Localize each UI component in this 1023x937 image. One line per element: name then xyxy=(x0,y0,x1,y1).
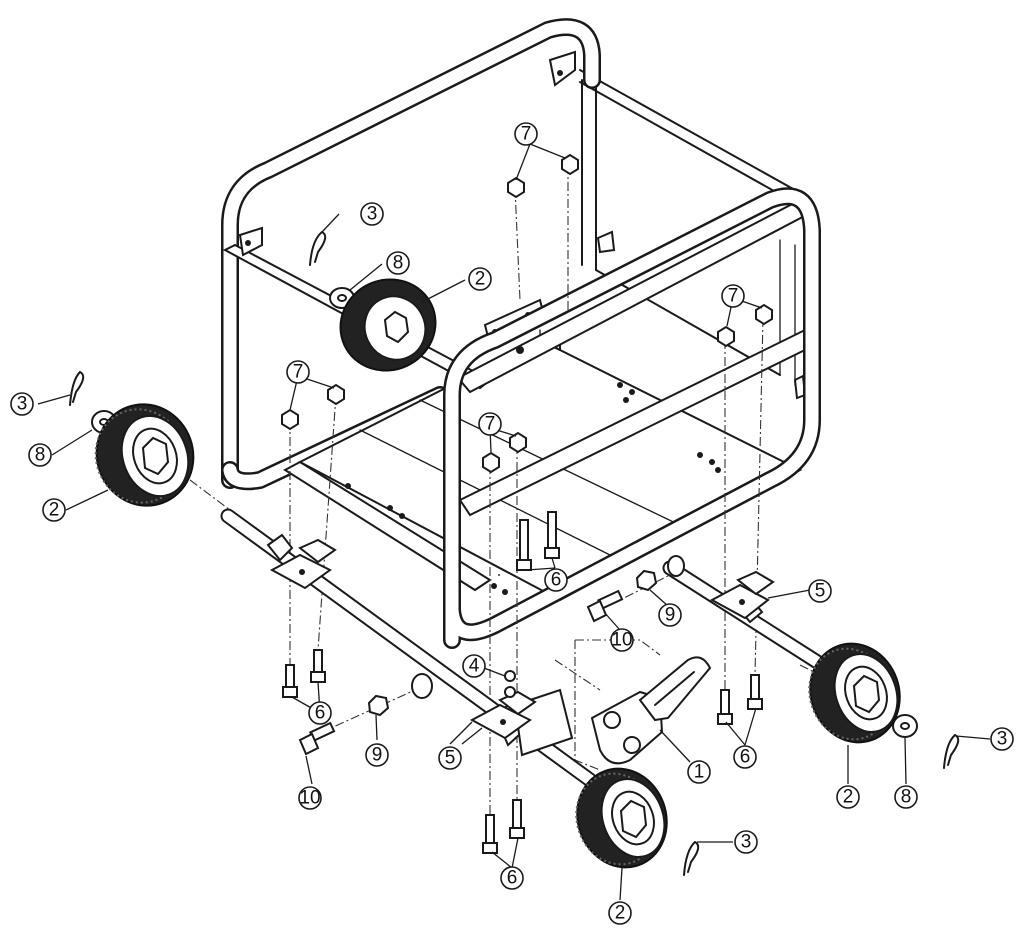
wheel-left xyxy=(94,403,195,507)
callouts: 3 8 2 7 7 7 7 3 8 2 6 10 9 5 4 6 9 10 5 … xyxy=(10,122,1014,925)
mount-bracket-left-rear xyxy=(269,538,337,590)
bolt-6-g xyxy=(717,689,733,725)
svg-text:10: 10 xyxy=(299,788,320,809)
wheel-right xyxy=(808,642,901,744)
svg-text:3: 3 xyxy=(997,729,1008,750)
callout-5-right: 5 xyxy=(808,579,832,603)
svg-text:1: 1 xyxy=(694,762,705,783)
callout-8-right: 8 xyxy=(894,785,918,809)
svg-text:8: 8 xyxy=(901,787,912,808)
callout-9-mid: 9 xyxy=(658,603,682,627)
callout-8-left: 8 xyxy=(28,443,52,467)
callout-3-left: 3 xyxy=(10,392,34,416)
callout-10-left: 10 xyxy=(298,786,322,810)
callout-5-left: 5 xyxy=(438,746,462,770)
frame-front-loop xyxy=(443,187,821,649)
callout-3-top: 3 xyxy=(360,202,384,226)
bolt-6-h xyxy=(747,674,763,710)
callout-7-left: 7 xyxy=(286,360,310,384)
callout-9-left: 9 xyxy=(365,743,389,767)
svg-text:6: 6 xyxy=(315,703,326,724)
svg-text:5: 5 xyxy=(815,581,826,602)
callout-10-mid: 10 xyxy=(610,628,634,652)
bolt-6-e xyxy=(516,519,532,571)
svg-text:2: 2 xyxy=(475,269,486,290)
frame-back-loop xyxy=(221,18,601,491)
callout-6-bottom: 6 xyxy=(500,866,524,890)
svg-text:7: 7 xyxy=(521,124,532,145)
callout-7-back: 7 xyxy=(514,122,538,146)
callout-8-top: 8 xyxy=(386,251,410,275)
svg-text:9: 9 xyxy=(665,605,676,626)
bolt-6-f xyxy=(544,511,560,559)
bolts-6 xyxy=(282,511,763,854)
svg-text:10: 10 xyxy=(611,630,632,651)
callout-6-left: 6 xyxy=(308,701,332,725)
callout-2-right: 2 xyxy=(836,785,860,809)
nuts-9 xyxy=(367,569,658,717)
callout-7-mid: 7 xyxy=(478,412,502,436)
callout-7-right: 7 xyxy=(721,284,745,308)
hitch-pins-3 xyxy=(69,231,960,876)
svg-text:6: 6 xyxy=(551,570,562,591)
svg-text:8: 8 xyxy=(393,253,404,274)
bolt-6-a xyxy=(282,664,298,698)
mount-bracket-left-front xyxy=(469,690,537,740)
bolt-6-c xyxy=(482,814,498,854)
svg-text:3: 3 xyxy=(367,204,378,225)
svg-text:7: 7 xyxy=(293,362,304,383)
callout-3-bottom: 3 xyxy=(734,830,758,854)
callout-6-mid: 6 xyxy=(544,568,568,592)
callout-2-bottom: 2 xyxy=(608,901,632,925)
svg-text:6: 6 xyxy=(507,868,518,889)
svg-text:3: 3 xyxy=(741,832,752,853)
svg-text:2: 2 xyxy=(615,903,626,924)
svg-text:3: 3 xyxy=(17,394,28,415)
mount-bracket-right xyxy=(709,570,775,620)
handle-bracket xyxy=(590,656,712,765)
bolt-6-b xyxy=(310,649,326,683)
callout-2-top: 2 xyxy=(468,267,492,291)
bolt-6-d xyxy=(509,799,525,839)
svg-text:9: 9 xyxy=(372,745,383,766)
svg-text:7: 7 xyxy=(728,286,739,307)
callout-1: 1 xyxy=(687,760,711,784)
callout-2-left: 2 xyxy=(42,498,66,522)
svg-text:6: 6 xyxy=(740,747,751,768)
svg-text:2: 2 xyxy=(49,500,60,521)
nuts-7 xyxy=(281,153,773,474)
svg-text:7: 7 xyxy=(485,414,496,435)
callout-4: 4 xyxy=(462,654,486,678)
callout-6-right: 6 xyxy=(733,745,757,769)
wheel-bottom xyxy=(575,767,668,869)
spacers-4 xyxy=(411,670,516,699)
svg-text:2: 2 xyxy=(843,787,854,808)
svg-text:8: 8 xyxy=(35,445,46,466)
frame-back-rails xyxy=(579,69,796,386)
svg-text:5: 5 xyxy=(445,748,456,769)
wheel-top xyxy=(339,278,437,372)
callout-3-right: 3 xyxy=(990,727,1014,751)
svg-text:4: 4 xyxy=(469,656,480,677)
